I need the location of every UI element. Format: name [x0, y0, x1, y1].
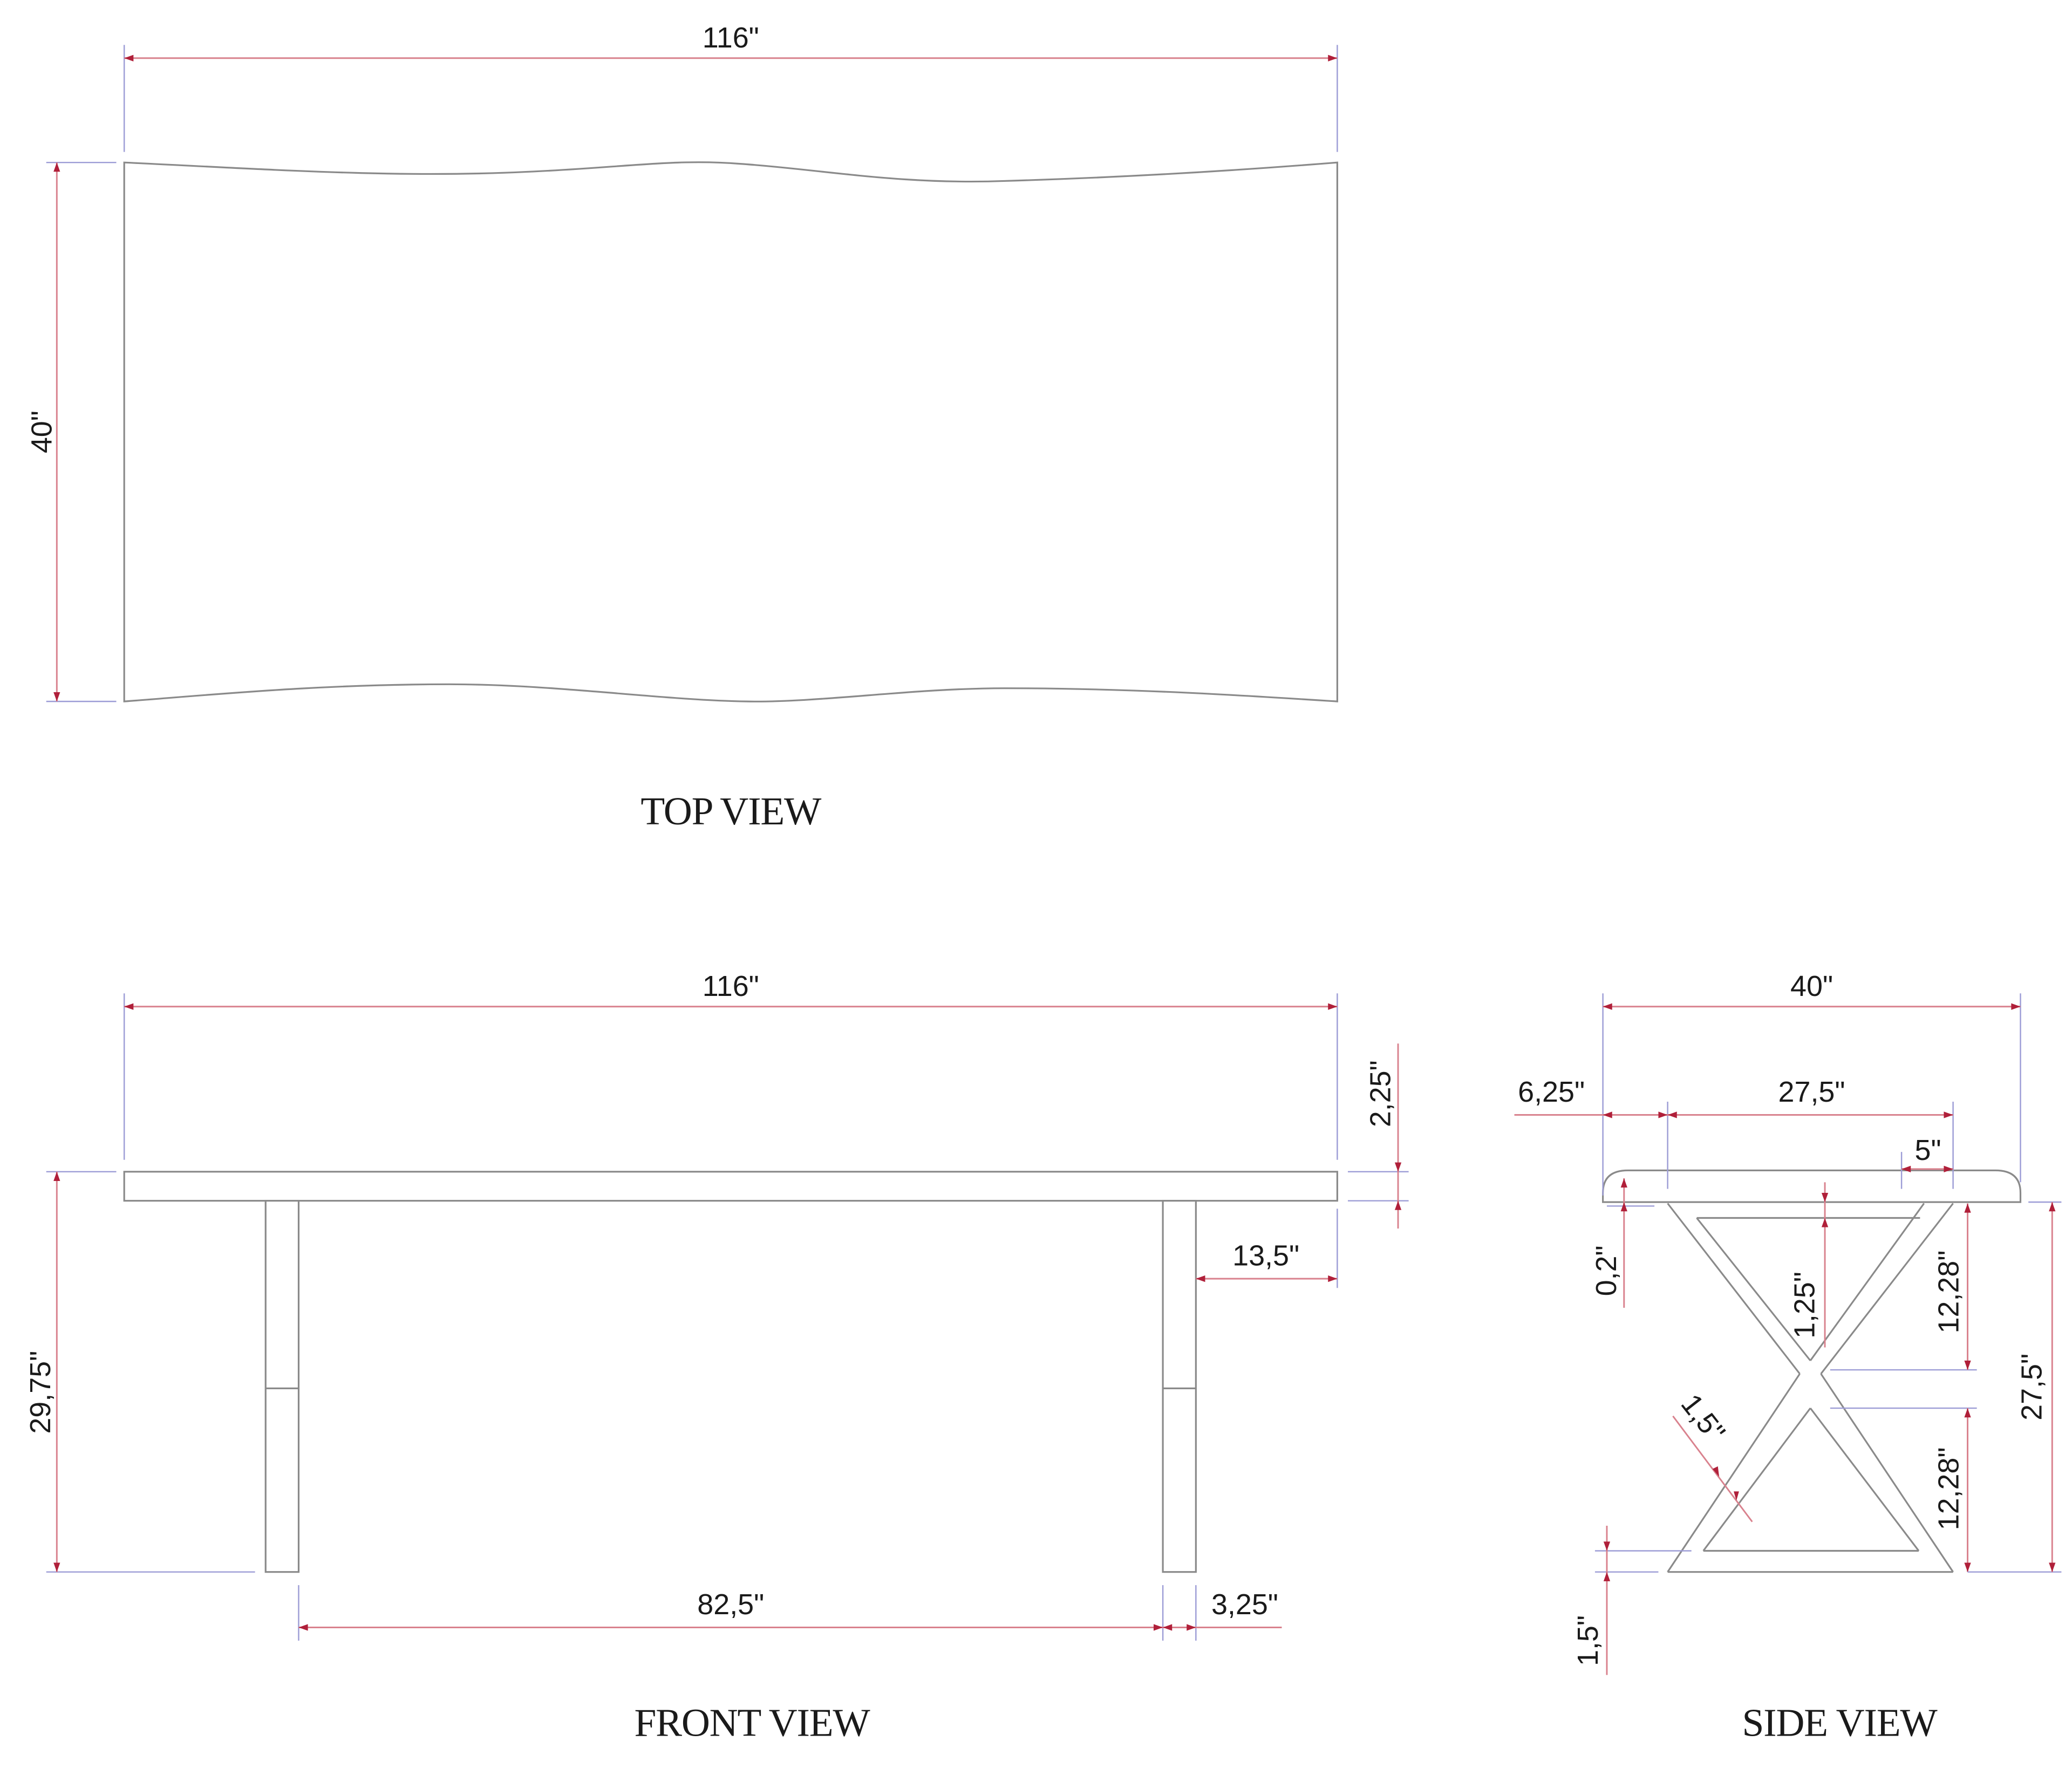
side-crossbar-label: 1,25": [1788, 1272, 1821, 1339]
side-foot-width-label: 5": [1915, 1134, 1941, 1166]
side-view-title: SIDE VIEW: [1742, 1701, 1938, 1744]
side-width-label: 40": [1790, 970, 1833, 1002]
front-leg-width-label: 3,25": [1211, 1588, 1278, 1621]
front-height-label: 29,75": [24, 1351, 57, 1434]
front-length-label: 116": [703, 970, 759, 1002]
side-x-frame: [1667, 1203, 1954, 1573]
side-gap-dimension: 0,2": [1590, 1178, 1655, 1308]
side-frame-height-label: 27,5": [2016, 1354, 2048, 1421]
front-span-dimension: 82,5" 3,25": [298, 1585, 1282, 1641]
front-overhang-dimension: 13,5": [1196, 1209, 1338, 1288]
side-frame-height-dimension: 27,5": [1967, 1201, 2062, 1573]
front-view-title: FRONT VIEW: [634, 1701, 870, 1744]
front-tabletop: [123, 1171, 1338, 1202]
top-width-dimension: 40": [26, 161, 117, 702]
side-view: 40" 6,25" 27,5" 5" 0,2": [1514, 970, 2062, 1744]
side-gap-label: 0,2": [1590, 1245, 1623, 1296]
side-base-bar-label: 1,5": [1572, 1615, 1604, 1666]
side-lower-height-dimension: 12,28": [1932, 1408, 1971, 1572]
front-height-dimension: 29,75": [24, 1171, 255, 1573]
side-base-width-label: 27,5": [1778, 1076, 1845, 1108]
side-crossbar-dimension: 1,25": [1788, 1182, 1829, 1348]
side-width-dimension: 40": [1602, 970, 2021, 1196]
side-foot-dimension: 5": [1900, 1134, 1953, 1189]
front-span-label: 82,5": [697, 1588, 764, 1621]
top-view-slab-outline: [123, 161, 1338, 702]
front-right-leg: [1162, 1200, 1197, 1573]
front-thickness-label: 2,25": [1364, 1060, 1396, 1127]
top-width-label: 40": [26, 411, 58, 453]
side-upper-height-dimension: 12,28": [1830, 1203, 1977, 1409]
front-left-leg: [264, 1200, 300, 1573]
top-view: 116" 40" TOP VIEW: [26, 22, 1338, 833]
side-base-bar-dimension: 1,5": [1572, 1525, 1692, 1675]
front-overhang-label: 13,5": [1232, 1240, 1299, 1272]
top-view-title: TOP VIEW: [640, 789, 822, 833]
front-view: 116" 2,25" 29,75" 13,5": [24, 970, 1409, 1744]
side-bar-thickness-label: 1,5": [1675, 1388, 1732, 1448]
side-overhang-label: 6,25": [1518, 1076, 1585, 1108]
side-upper-height-label: 12,28": [1932, 1251, 1965, 1334]
side-lower-height-label: 12,28": [1932, 1447, 1965, 1530]
top-length-label: 116": [703, 22, 759, 54]
front-length-dimension: 116": [123, 970, 1338, 1160]
side-tabletop: [1602, 1169, 2022, 1203]
top-length-dimension: 116": [123, 22, 1338, 152]
front-thickness-dimension: 2,25": [1347, 1043, 1409, 1229]
side-base-dimension: 6,25" 27,5": [1514, 1076, 1954, 1189]
